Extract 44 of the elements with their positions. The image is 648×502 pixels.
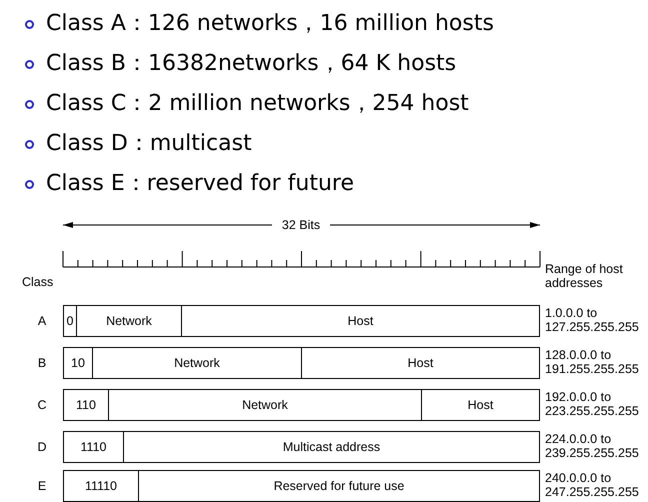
field-label: 0 [66,314,74,328]
class-letter: B [36,356,48,370]
bullet-text: Class C：2 million networks，254 host [46,90,469,118]
bullet-text: Class A：126 networks，16 million hosts [46,10,494,38]
bit-field-box [63,470,139,502]
field-label: 1110 [80,440,106,454]
address-range: 128.0.0.0 to 191.255.255.255 [545,348,640,376]
dimension-label: 32 Bits [280,218,322,232]
bullet-text: Class D：multicast [46,130,252,158]
address-range: 1.0.0.0 to 127.255.255.255 [545,306,640,334]
bullet-text: Class E：reserved for future [46,170,354,198]
class-letter: E [36,479,48,493]
bit-field-box [123,431,540,463]
field-label: 10 [71,356,85,370]
field-label: 11110 [85,479,117,493]
field-label: Network [174,356,220,370]
address-range: 192.0.0.0 to 223.255.255.255 [545,390,640,418]
bit-field-box [301,347,540,379]
bit-field-box [63,389,109,421]
field-label: Network [242,398,288,412]
bit-field-box [76,305,182,337]
field-label: Reserved for future use [274,479,404,493]
field-label: Host [468,398,494,412]
bit-field-box [181,305,540,337]
field-label: Host [408,356,434,370]
column-header: Range of host addresses [545,262,624,290]
bit-field-box [63,305,77,337]
bullet-text: Class B：16382networks，64 K hosts [46,50,456,78]
column-header: Class [22,275,54,289]
address-range: 224.0.0.0 to 239.255.255.255 [545,432,640,460]
bit-field-box [92,347,302,379]
bit-field-box [63,347,93,379]
class-letter: D [36,440,48,454]
field-label: Multicast address [282,440,380,454]
class-letter: C [36,398,48,412]
bit-field-box [421,389,540,421]
bit-field-box [108,389,422,421]
class-letter: A [36,314,48,328]
field-label: Host [348,314,374,328]
bit-field-box [63,431,124,463]
address-range: 240.0.0.0 to 247.255.255.255 [545,471,640,499]
bit-field-box [138,470,540,502]
field-label: 110 [76,398,96,412]
field-label: Network [106,314,152,328]
